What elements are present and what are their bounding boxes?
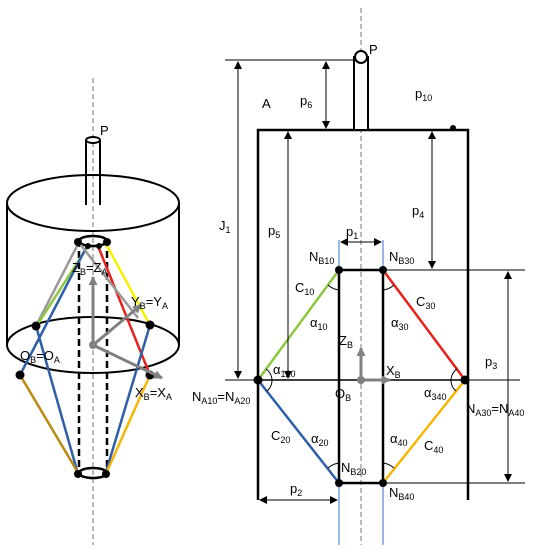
link-gray-upper-2 xyxy=(79,243,139,319)
label-alpha30: α30 xyxy=(391,315,409,332)
label-na10-na20: NA10=NA20 xyxy=(192,389,250,406)
label-nb30: NB30 xyxy=(389,249,414,266)
left-rod xyxy=(85,140,101,205)
right-joints xyxy=(253,266,470,487)
label-p6: p6 xyxy=(300,93,312,110)
label-alpha120: α120 xyxy=(273,362,296,379)
label-xb-right: XB xyxy=(386,363,401,380)
link-blue-upper xyxy=(18,247,88,376)
label-p1: p1 xyxy=(346,224,358,241)
label-nb10: NB10 xyxy=(309,249,334,266)
right-rod xyxy=(353,56,369,131)
label-c40: C40 xyxy=(424,438,443,455)
left-y-arrow xyxy=(92,303,142,347)
label-a: A xyxy=(262,96,271,111)
label-c20: C20 xyxy=(271,428,290,445)
label-alpha340: α340 xyxy=(424,385,447,402)
label-zb-right: ZB xyxy=(339,333,353,350)
label-na30-na40: NA30=NA40 xyxy=(466,401,524,418)
left-p-label: P xyxy=(100,123,109,138)
link-c40 xyxy=(382,379,466,484)
label-p2: p2 xyxy=(290,481,302,498)
left-joints xyxy=(15,238,155,478)
label-ob-right: OB xyxy=(335,386,351,403)
label-j1: J1 xyxy=(219,218,231,235)
right-section-view: P A p10 p6 J1 p5 p4 p1 p3 p2 NB10 NB30 N… xyxy=(192,8,525,545)
link-gray-upper xyxy=(34,243,80,327)
label-alpha40: α40 xyxy=(390,431,408,448)
link-c20 xyxy=(257,379,340,484)
link-yellow-upper xyxy=(104,243,152,326)
right-p-label: P xyxy=(369,42,378,57)
link-orange-lower xyxy=(103,374,152,477)
right-rod-top xyxy=(354,50,368,64)
angle-arcs xyxy=(265,284,458,469)
label-alpha10: α10 xyxy=(310,315,328,332)
point-p10 xyxy=(450,125,456,131)
label-c10: C10 xyxy=(295,280,314,297)
link-blue-lower xyxy=(34,325,80,475)
right-origin xyxy=(357,376,365,384)
link-c30 xyxy=(381,269,467,381)
link-blue-lower-r xyxy=(104,324,152,473)
label-p10: p10 xyxy=(415,86,432,103)
label-xb-xa: XB=XA xyxy=(135,385,172,402)
left-3d-view: P ZB=ZA YB=YA OB=OA XB=XA xyxy=(6,78,180,545)
label-p3: p3 xyxy=(485,354,497,371)
left-x-arrow xyxy=(92,343,163,380)
link-gold-lower xyxy=(18,374,82,477)
label-p5: p5 xyxy=(268,223,280,240)
label-nb40: NB40 xyxy=(389,485,414,502)
label-yb-ya: YB=YA xyxy=(131,294,168,311)
label-nb20: NB20 xyxy=(341,460,366,477)
left-origin xyxy=(89,341,97,349)
label-p4: p4 xyxy=(412,203,424,220)
left-rod-top xyxy=(85,136,101,144)
label-c30: C30 xyxy=(416,294,435,311)
label-ob-oa: OB=OA xyxy=(20,348,60,365)
link-c10 xyxy=(256,269,341,381)
label-alpha20: α20 xyxy=(311,431,329,448)
label-zb-za: ZB=ZA xyxy=(72,260,108,277)
